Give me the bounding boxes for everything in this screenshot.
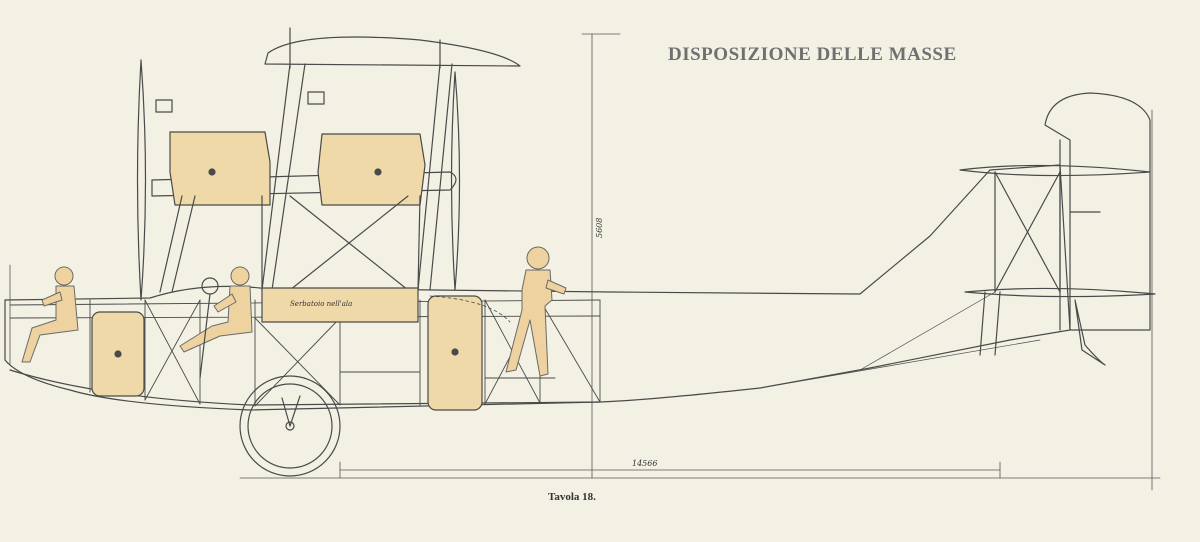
crew-figure-nose bbox=[21, 266, 79, 363]
drawing-title: DISPOSIZIONE DELLE MASSE bbox=[668, 44, 957, 65]
wing-tank-label: Serbatoio nell'ala bbox=[290, 300, 352, 308]
crew-figure-standing bbox=[505, 246, 567, 377]
lower-wing bbox=[151, 171, 457, 197]
lower-tailplane bbox=[964, 287, 1156, 298]
control-wheel bbox=[201, 277, 219, 295]
upper-tailplane bbox=[959, 164, 1151, 177]
engine-mass-1 bbox=[169, 131, 271, 206]
dimension-label-length: 14566 bbox=[632, 459, 657, 468]
tail-skid bbox=[1074, 299, 1106, 366]
tail-fin bbox=[1044, 92, 1151, 331]
engine-mass-2 bbox=[317, 133, 426, 206]
exhaust-stack bbox=[155, 99, 173, 113]
crew-figure-pilot bbox=[179, 266, 253, 353]
plate-caption: Tavola 18. bbox=[548, 491, 596, 503]
propeller-left bbox=[136, 59, 147, 301]
wing-tank bbox=[261, 287, 419, 323]
upper-wing bbox=[264, 36, 521, 67]
exhaust-stack bbox=[307, 91, 325, 105]
landing-wheel bbox=[239, 375, 341, 477]
dimension-label-height: 5608 bbox=[595, 218, 604, 238]
